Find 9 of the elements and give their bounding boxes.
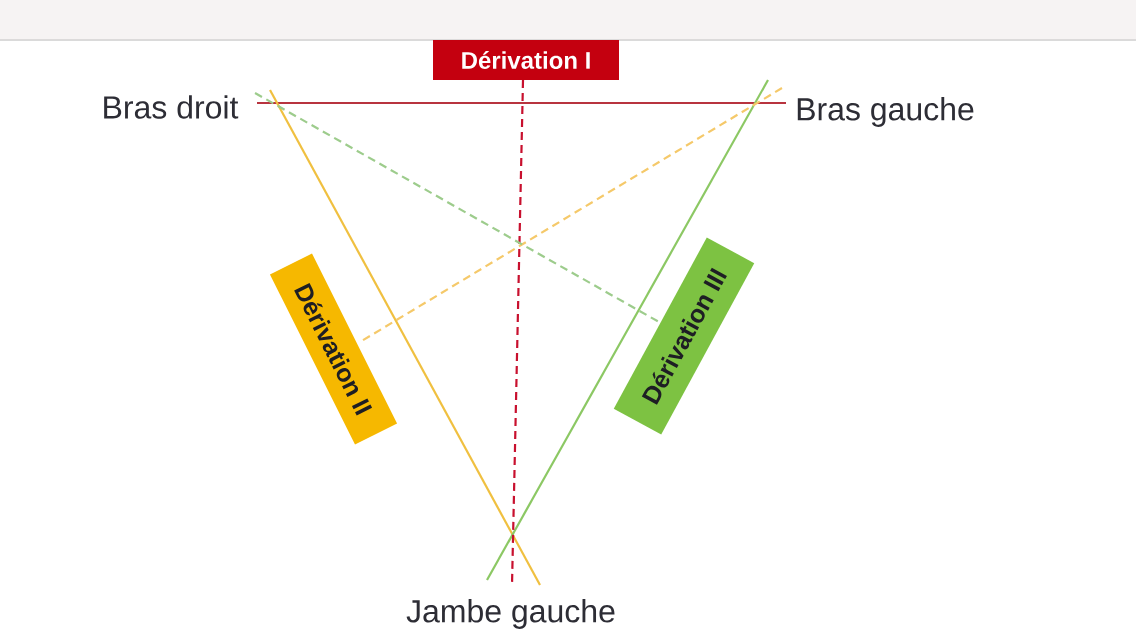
triangle-side xyxy=(257,101,786,105)
limb-label: Bras droit xyxy=(104,95,239,119)
dashed-line xyxy=(510,79,525,585)
limb-label: Jambe gauche xyxy=(406,599,615,629)
triangle-side xyxy=(486,79,769,581)
limb-label: Bras gauche xyxy=(797,97,974,127)
triangle-side xyxy=(269,89,541,586)
dashed-line xyxy=(254,92,660,323)
label-banner: Dérivation I xyxy=(433,40,619,80)
